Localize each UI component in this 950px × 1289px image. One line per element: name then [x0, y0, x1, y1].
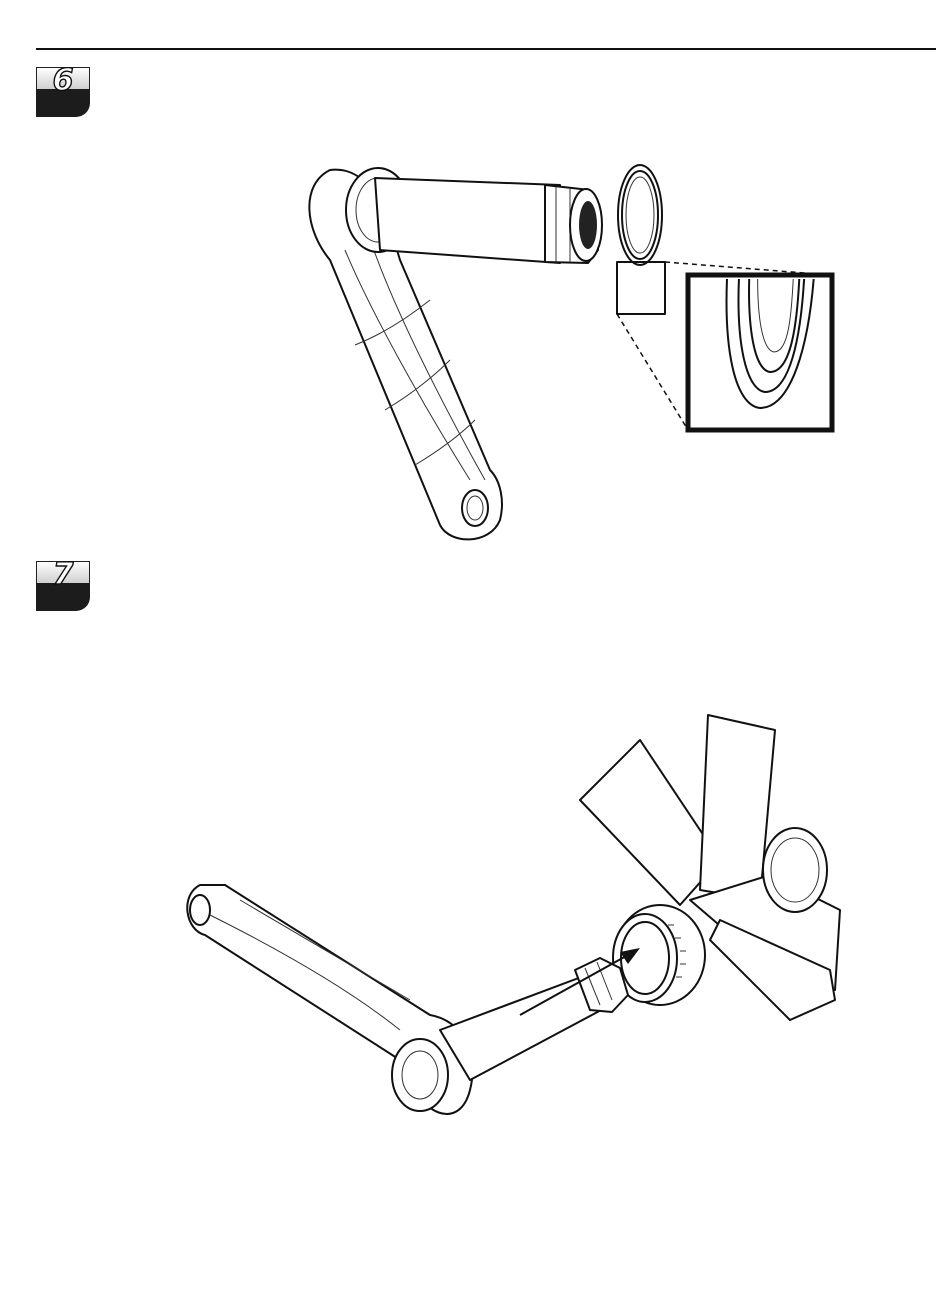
spindle-drawing — [440, 958, 628, 1080]
bearing-seal-drawing — [618, 165, 662, 265]
spindle-drawing — [375, 178, 602, 263]
top-rule — [36, 48, 936, 50]
step-number: 6 — [36, 67, 90, 98]
step-7-illustration — [0, 700, 950, 1150]
magnified-detail — [688, 260, 832, 430]
step-6-illustration — [0, 150, 950, 550]
step-7-badge: 7 — [36, 561, 90, 611]
step-number: 7 — [36, 561, 90, 592]
crank-arm-drawing — [187, 885, 472, 1114]
leader-line — [617, 314, 688, 430]
detail-source-box — [617, 262, 665, 314]
step-6-badge: 6 — [36, 67, 90, 117]
